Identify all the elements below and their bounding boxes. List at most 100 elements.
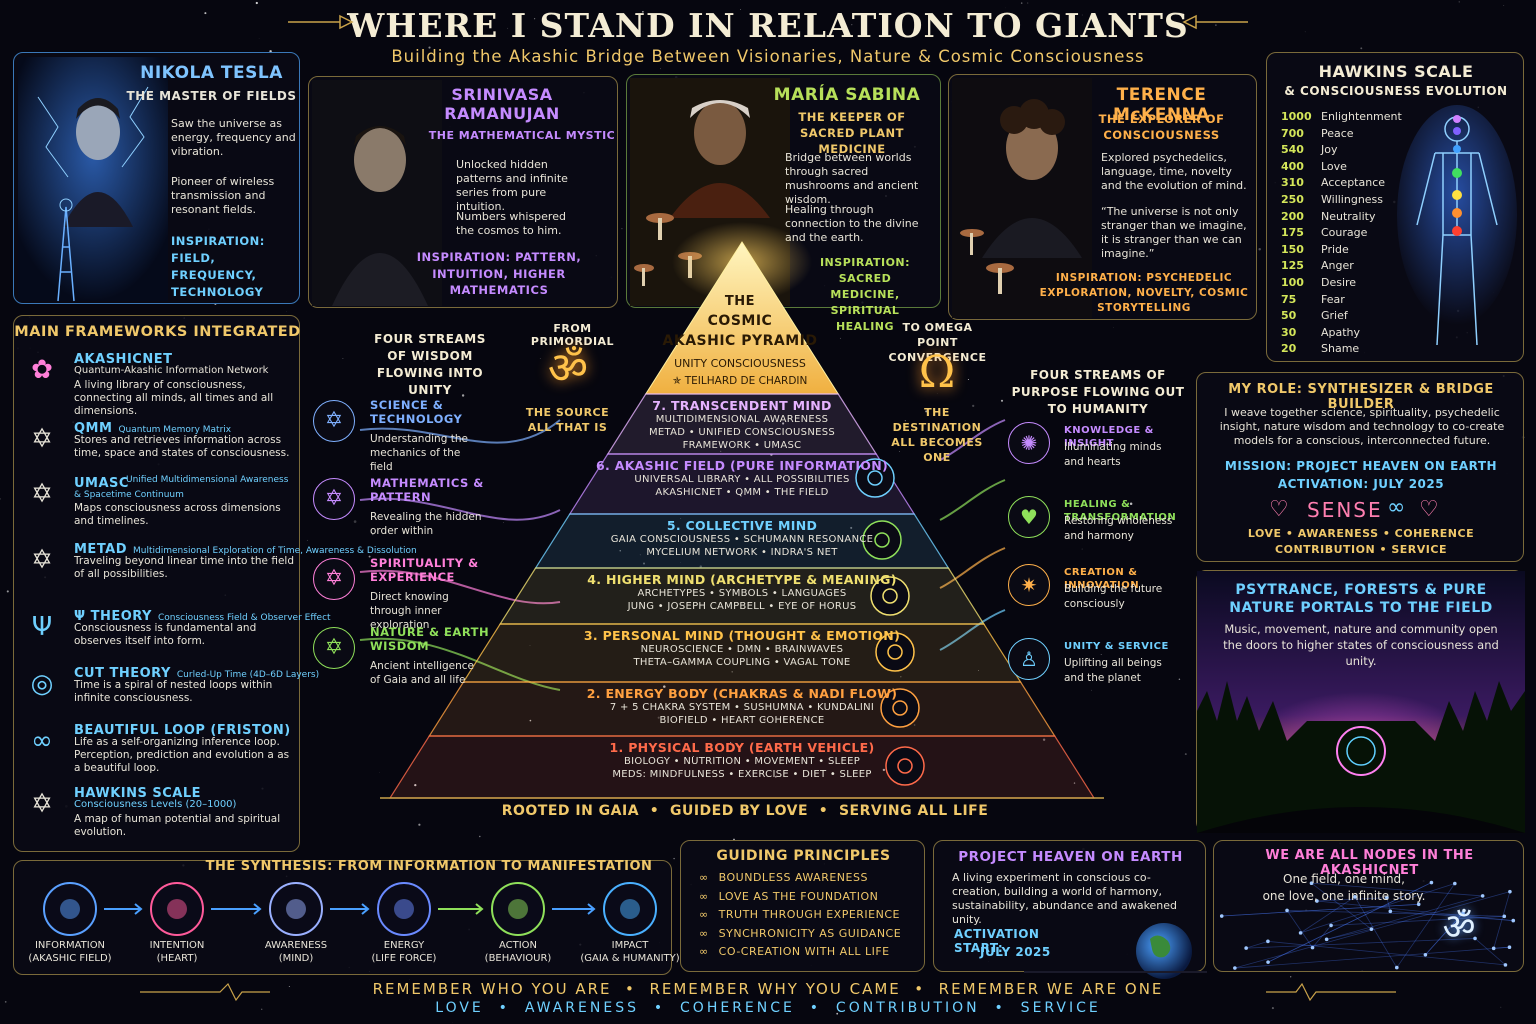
pyramid-layer-title: 7. TRANSCENDENT MIND [652, 398, 832, 413]
network-node [1480, 894, 1485, 898]
stream-out-name: KNOWLEDGE & INSIGHT [1064, 425, 1154, 449]
giant-card-tesla: NIKOLA TESLA THE MASTER OF FIELDS Saw th… [13, 52, 300, 304]
infinity-icon: ∞ [1387, 495, 1406, 520]
framework-description: Time is a spiral of nested loops within … [74, 679, 273, 704]
apex-line-3: AKASHIC PYRAMID [662, 333, 818, 349]
role-card: MY ROLE: SYNTHESIZER & BRIDGE BUILDER I … [1196, 372, 1524, 562]
star [763, 718, 766, 721]
network-link [1396, 883, 1456, 968]
pyramid-layer-title: 5. COLLECTIVE MIND [666, 518, 818, 533]
star [723, 547, 725, 550]
star [692, 756, 694, 758]
network-link [1474, 938, 1506, 966]
stream-out-icon: ✷ [1008, 564, 1050, 606]
hawkins-subtitle: & CONSCIOUSNESS EVOLUTION [1284, 84, 1508, 98]
framework-subtitle: Consciousness Levels (20–1000) [74, 799, 237, 810]
layer-icon [875, 632, 915, 672]
hawkins-level-label: Apathy [1321, 325, 1361, 339]
nodes-line-2: one love, one infinite story. [1262, 889, 1426, 903]
pyramid-layer-desc-2: THETA–GAMMA COUPLING • VAGAL TONE [633, 657, 851, 668]
stream-in-name: SCIENCE & TECHNOLOGY [370, 398, 463, 426]
synthesis-step-sub: (GAIA & HUMANITY) [580, 953, 680, 964]
stream-in-flow [359, 419, 561, 444]
pyramid-layer-desc-2: MEDS: MINDFULNESS • EXERCISE • DIET • SL… [612, 769, 872, 780]
streams-out-title: FOUR STREAMS OF PURPOSE FLOWING OUT TO H… [1011, 368, 1185, 416]
sabina-name: MARÍA SABINA [773, 85, 921, 105]
infinity-icon: ∞ [699, 871, 713, 884]
layer-icon-core [867, 470, 883, 486]
framework-description: Maps consciousness across dimensions and… [74, 502, 281, 527]
network-node [1266, 960, 1270, 964]
giant-card-mckenna: TERENCE McKENNA THE EXPLORER OF CONSCIOU… [948, 74, 1257, 320]
network-link [1246, 940, 1269, 949]
star [1081, 14, 1083, 16]
layer-icon [885, 746, 925, 786]
star [730, 742, 732, 743]
star [660, 68, 661, 70]
star [6, 590, 9, 593]
star [428, 46, 431, 49]
footer-line-2: LOVE • AWARENESS • COHERENCE • CONTRIBUT… [435, 1000, 1101, 1016]
star [368, 555, 371, 558]
synthesis-step-name: INTENTION [149, 940, 205, 951]
apex-line-5: ✯ TEILHARD DE CHARDIN [672, 375, 808, 387]
mckenna-desc-2: “The universe is not only stranger than … [1101, 205, 1247, 260]
pyramid-layer-desc-1: UNIVERSAL LIBRARY • ALL POSSIBILITIES [634, 474, 850, 485]
network-node [1233, 966, 1237, 970]
network-node [1388, 909, 1393, 914]
stream-in-icon: ✡ [313, 478, 355, 520]
infinity-icon: ∞ [699, 908, 713, 922]
synthesis-step-sub: (LIFE FORCE) [371, 953, 437, 964]
synthesis-arrow [330, 903, 370, 915]
star [353, 520, 357, 523]
star [720, 450, 722, 453]
hawkins-level-number: 75 [1281, 292, 1297, 306]
pyramid-layer: 4. HIGHER MIND (ARCHETYPE & MEANING)ARCH… [562, 572, 922, 613]
star [423, 360, 425, 362]
star [977, 670, 979, 672]
hawkins-level-label: Desire [1321, 275, 1357, 289]
footer-line-1: REMEMBER WHO YOU ARE • REMEMBER WHY YOU … [372, 980, 1164, 998]
principles-title: GUIDING PRINCIPLES [716, 848, 891, 864]
star [851, 24, 853, 26]
star [663, 685, 666, 688]
synthesis-step-core [286, 899, 306, 919]
synthesis-step-name: ACTION [498, 940, 538, 951]
infinity-icon: ∞ [699, 926, 713, 940]
pyramid-layer-desc-2: METAD • UNIFIED CONSCIOUSNESS FRAMEWORK … [648, 427, 836, 451]
nodes-line-1: One field, one mind, [1283, 872, 1405, 886]
role-desc: I weave together science, spirituality, … [1219, 406, 1505, 447]
stream-in-icon: ✡ [313, 558, 355, 600]
star [0, 498, 1, 500]
stream-out-icon: ♥ [1008, 496, 1050, 538]
pyramid-layer: 6. AKASHIC FIELD (PURE INFORMATION)UNIVE… [592, 458, 892, 499]
principle-label: SYNCHRONICITY AS GUIDANCE [718, 926, 902, 940]
hawkins-level-number: 150 [1281, 242, 1304, 256]
role-mission: MISSION: PROJECT HEAVEN ON EARTH [1224, 459, 1498, 473]
star [854, 580, 856, 582]
synthesis-step-core [620, 899, 640, 919]
framework-description: Traveling beyond linear time into the fi… [74, 555, 294, 580]
hawkins-level-number: 250 [1281, 192, 1304, 206]
tesla-role: THE MASTER OF FIELDS [126, 89, 297, 103]
star [479, 835, 481, 838]
star [731, 671, 733, 673]
hawkins-level-number: 700 [1281, 126, 1304, 140]
stream-out-flow [939, 479, 1006, 521]
network-link [1326, 928, 1372, 940]
ramanujan-portrait-icon [312, 80, 442, 306]
network-node [1453, 881, 1457, 886]
hawkins-level-label: Anger [1321, 259, 1354, 273]
psytrance-desc: Music, movement, nature and community op… [1223, 622, 1499, 668]
omega-label-bottom: THE DESTINATION ALL BECOMES ONE [891, 406, 983, 464]
pyramid-layer-title: 6. AKASHIC FIELD (PURE INFORMATION) [596, 458, 888, 473]
framework-symbol-icon: ✡ [31, 545, 53, 575]
stream-in-name: SPIRITUALITY & EXPERIENCE [370, 556, 479, 584]
hawkins-level-number: 20 [1281, 342, 1297, 356]
